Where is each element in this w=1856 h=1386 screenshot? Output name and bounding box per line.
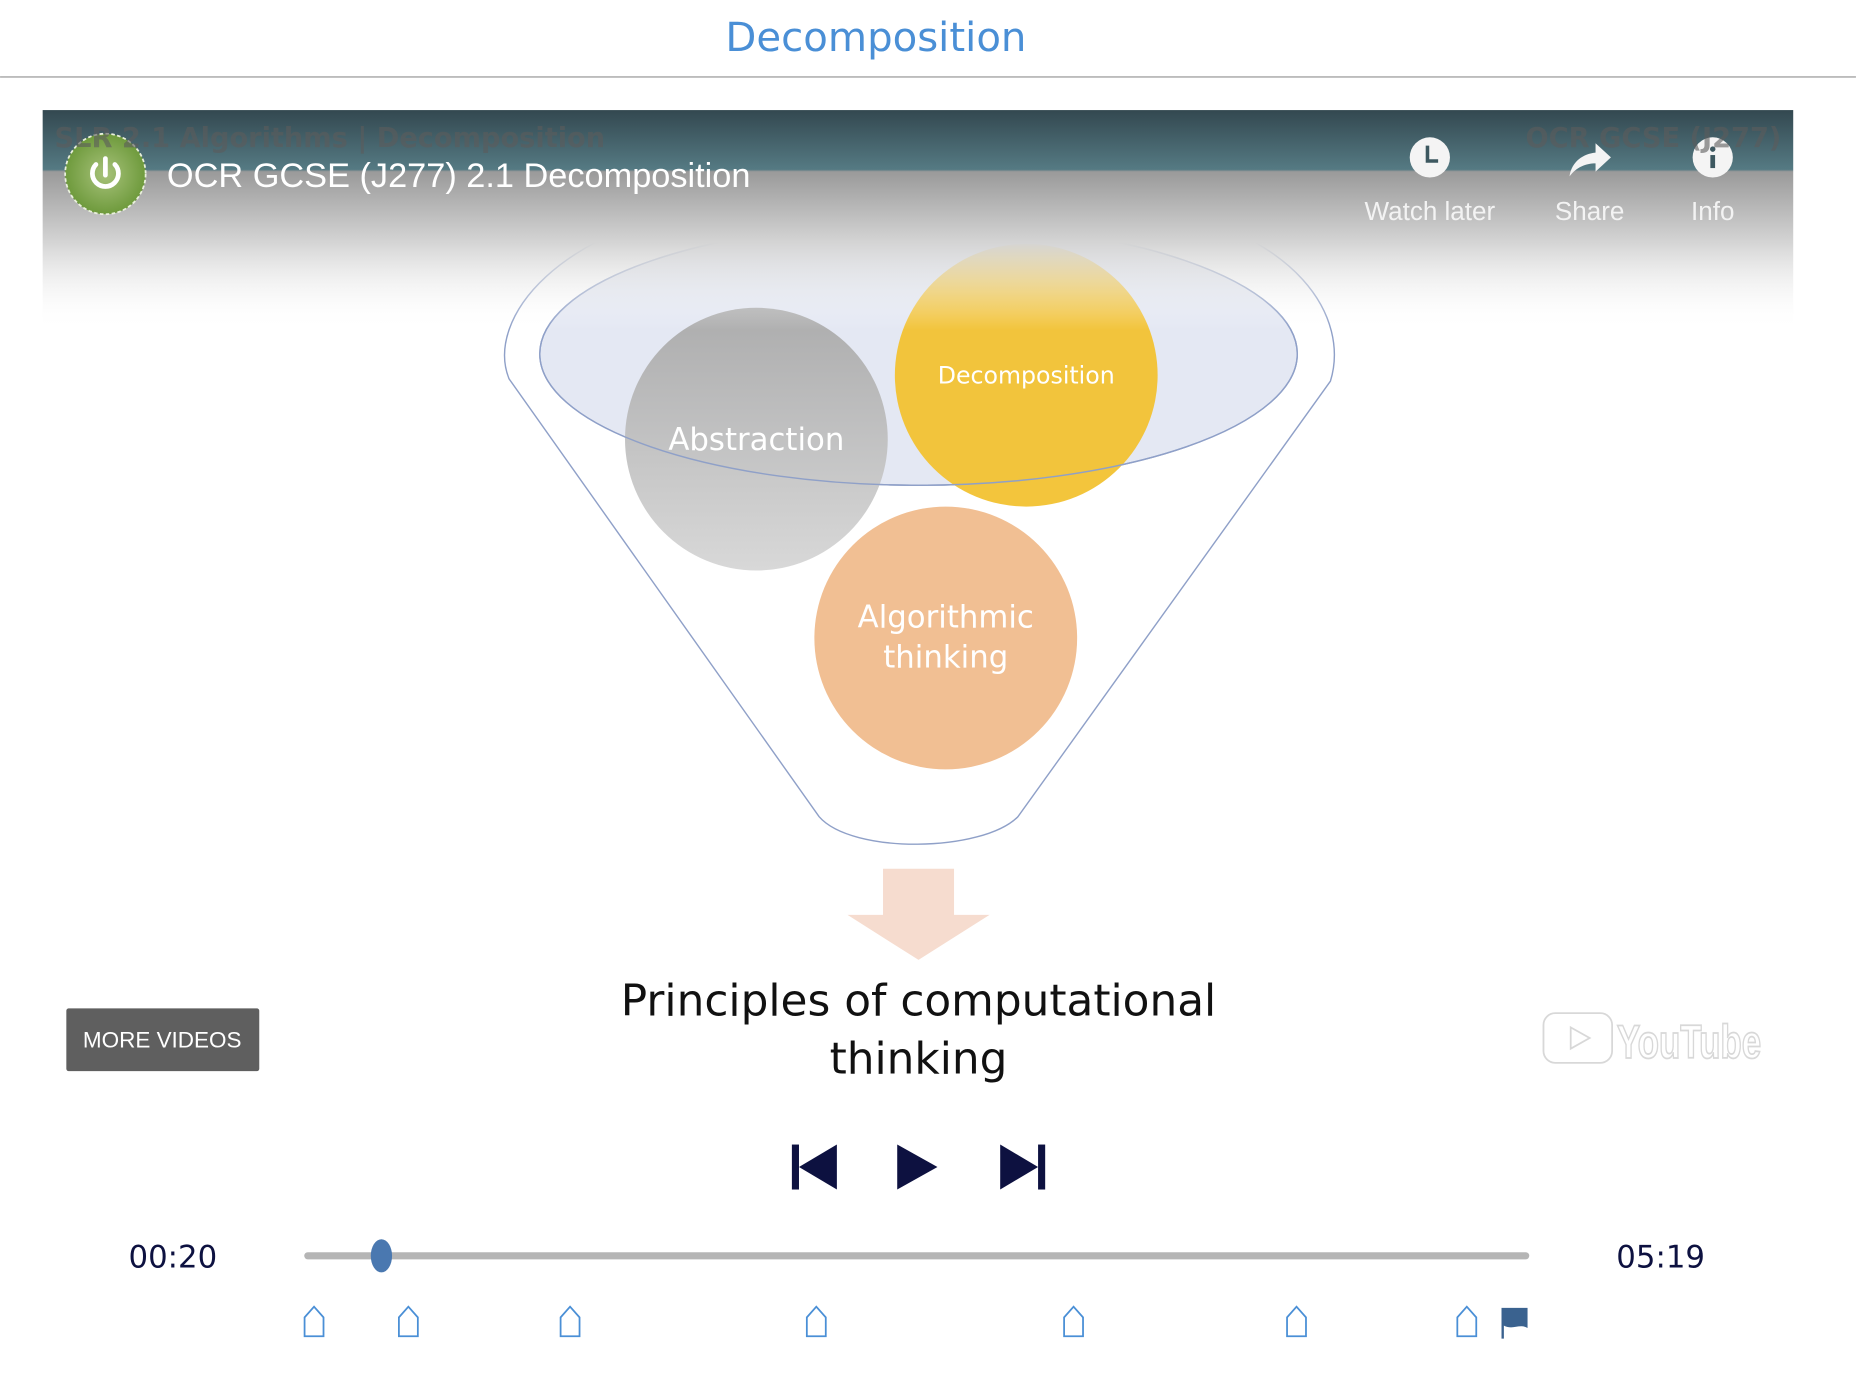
watch-later-button[interactable]: Watch later (1365, 137, 1496, 226)
chapter-marker-icon[interactable] (1286, 1305, 1307, 1338)
ghost-slide-title: SLR 2.1 Algorithms | Decomposition (55, 123, 606, 154)
share-label: Share (1555, 196, 1624, 226)
video-title[interactable]: OCR GCSE (J277) 2.1 Decomposition (167, 157, 751, 195)
label-decomposition: Decomposition (938, 361, 1115, 389)
current-time: 00:20 (129, 1240, 218, 1276)
chapter-marker-icon[interactable] (1063, 1305, 1084, 1338)
watch-later-label: Watch later (1365, 196, 1496, 226)
youtube-wordmark: YouTube (1617, 1016, 1761, 1069)
chapter-marker-icon[interactable] (398, 1305, 419, 1338)
seek-thumb[interactable] (370, 1239, 393, 1273)
circle-abstraction (624, 307, 888, 571)
caption-line-1: Principles of computational (621, 976, 1216, 1027)
chapter-marker-icon[interactable] (1456, 1305, 1478, 1338)
down-arrow (847, 868, 990, 960)
share-arrow-icon (1569, 143, 1611, 177)
chapter-marker-icon[interactable] (805, 1305, 827, 1338)
end-flag-icon[interactable] (1501, 1307, 1528, 1339)
label-abstraction: Abstraction (668, 422, 844, 458)
info-button[interactable]: Info (1691, 137, 1734, 226)
label-algorithmic-1: Algorithmic (858, 599, 1034, 635)
caption-line-2: thinking (830, 1034, 1008, 1085)
info-label: Info (1691, 196, 1734, 226)
power-icon (90, 162, 121, 189)
play-button[interactable] (897, 1144, 938, 1190)
video-player[interactable]: Abstraction Decomposition Algorithmic th… (42, 110, 1794, 1386)
share-button[interactable]: Share (1555, 143, 1624, 226)
chapter-marker-icon[interactable] (559, 1305, 581, 1338)
label-algorithmic-2: thinking (883, 640, 1008, 676)
chapter-marker-icon[interactable] (303, 1305, 325, 1338)
seek-bar[interactable] (304, 1239, 1530, 1273)
page-title: Decomposition (725, 15, 1026, 61)
seek-track[interactable] (304, 1252, 1530, 1260)
video-top-bar (42, 110, 1794, 331)
youtube-logo[interactable]: YouTube (1542, 1012, 1762, 1070)
clock-icon (1409, 137, 1450, 178)
skip-next-icon (1000, 1144, 1046, 1190)
skip-previous-icon (791, 1144, 837, 1190)
chapter-markers (303, 1305, 1528, 1339)
channel-logo[interactable] (64, 132, 147, 216)
circle-algorithmic (814, 506, 1078, 770)
more-videos-button[interactable]: MORE VIDEOS (66, 1008, 260, 1072)
more-videos-label: MORE VIDEOS (83, 1027, 242, 1052)
play-icon (897, 1144, 938, 1190)
next-button[interactable] (1000, 1144, 1046, 1190)
previous-button[interactable] (791, 1144, 837, 1190)
duration: 05:19 (1616, 1240, 1705, 1276)
ghost-course: OCR GCSE (J277) (1526, 123, 1782, 154)
